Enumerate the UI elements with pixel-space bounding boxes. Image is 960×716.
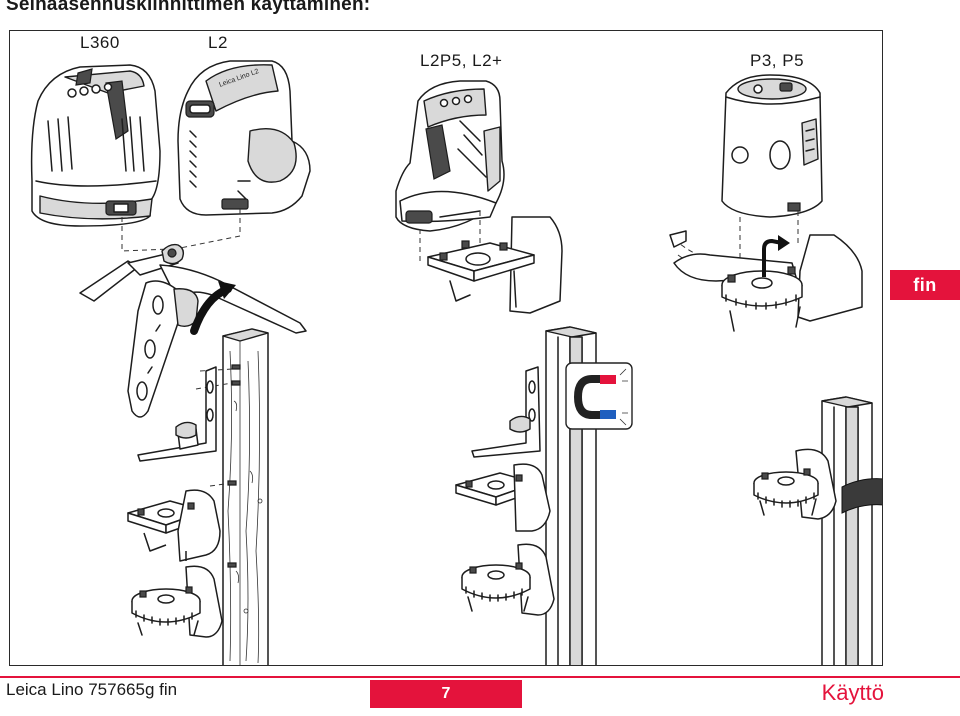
footer-document-id: Leica Lino 757665g fin [6, 680, 178, 699]
l2p5-laser-device [395, 80, 505, 232]
p3-p5-laser-device [721, 74, 823, 218]
metal-rail-right [821, 396, 882, 665]
wall-mount-on-wood-bracket [137, 366, 217, 462]
l2p5-mounting-bracket [427, 216, 563, 314]
wall-mount-folded [79, 243, 307, 418]
model-label-l2p5: L2P5, L2+ [420, 51, 503, 70]
mounting-platform-wood [127, 489, 221, 562]
rotating-base-wood [131, 565, 223, 638]
p3-p5-mounting-bracket [669, 230, 863, 332]
wall-mount-on-rail-bracket [471, 366, 541, 458]
model-label-l2: L2 [208, 33, 228, 52]
mounting-platform-rail [455, 463, 551, 532]
l2-laser-device: Leica Lino L2 [177, 60, 311, 216]
rotating-base-strap [753, 448, 837, 520]
model-label-p3-p5: P3, P5 [750, 51, 805, 70]
illustration-frame: Leica Lino L2 [9, 30, 883, 666]
language-tab: fin [890, 270, 960, 300]
page-title: Seinäasennuskiinnittimen käyttäminen: [6, 0, 371, 15]
magnet-icon [565, 362, 633, 430]
rotating-base-rail [461, 543, 555, 616]
footer-divider [0, 676, 960, 678]
model-label-l360: L360 [80, 33, 120, 52]
l360-laser-device [30, 64, 161, 227]
mounting-illustration: Leica Lino L2 [30, 60, 882, 665]
section-name: Käyttö [821, 680, 884, 705]
page-number: 7 [370, 680, 522, 708]
rotate-arrow-icon [190, 281, 236, 335]
wooden-post [222, 328, 269, 665]
